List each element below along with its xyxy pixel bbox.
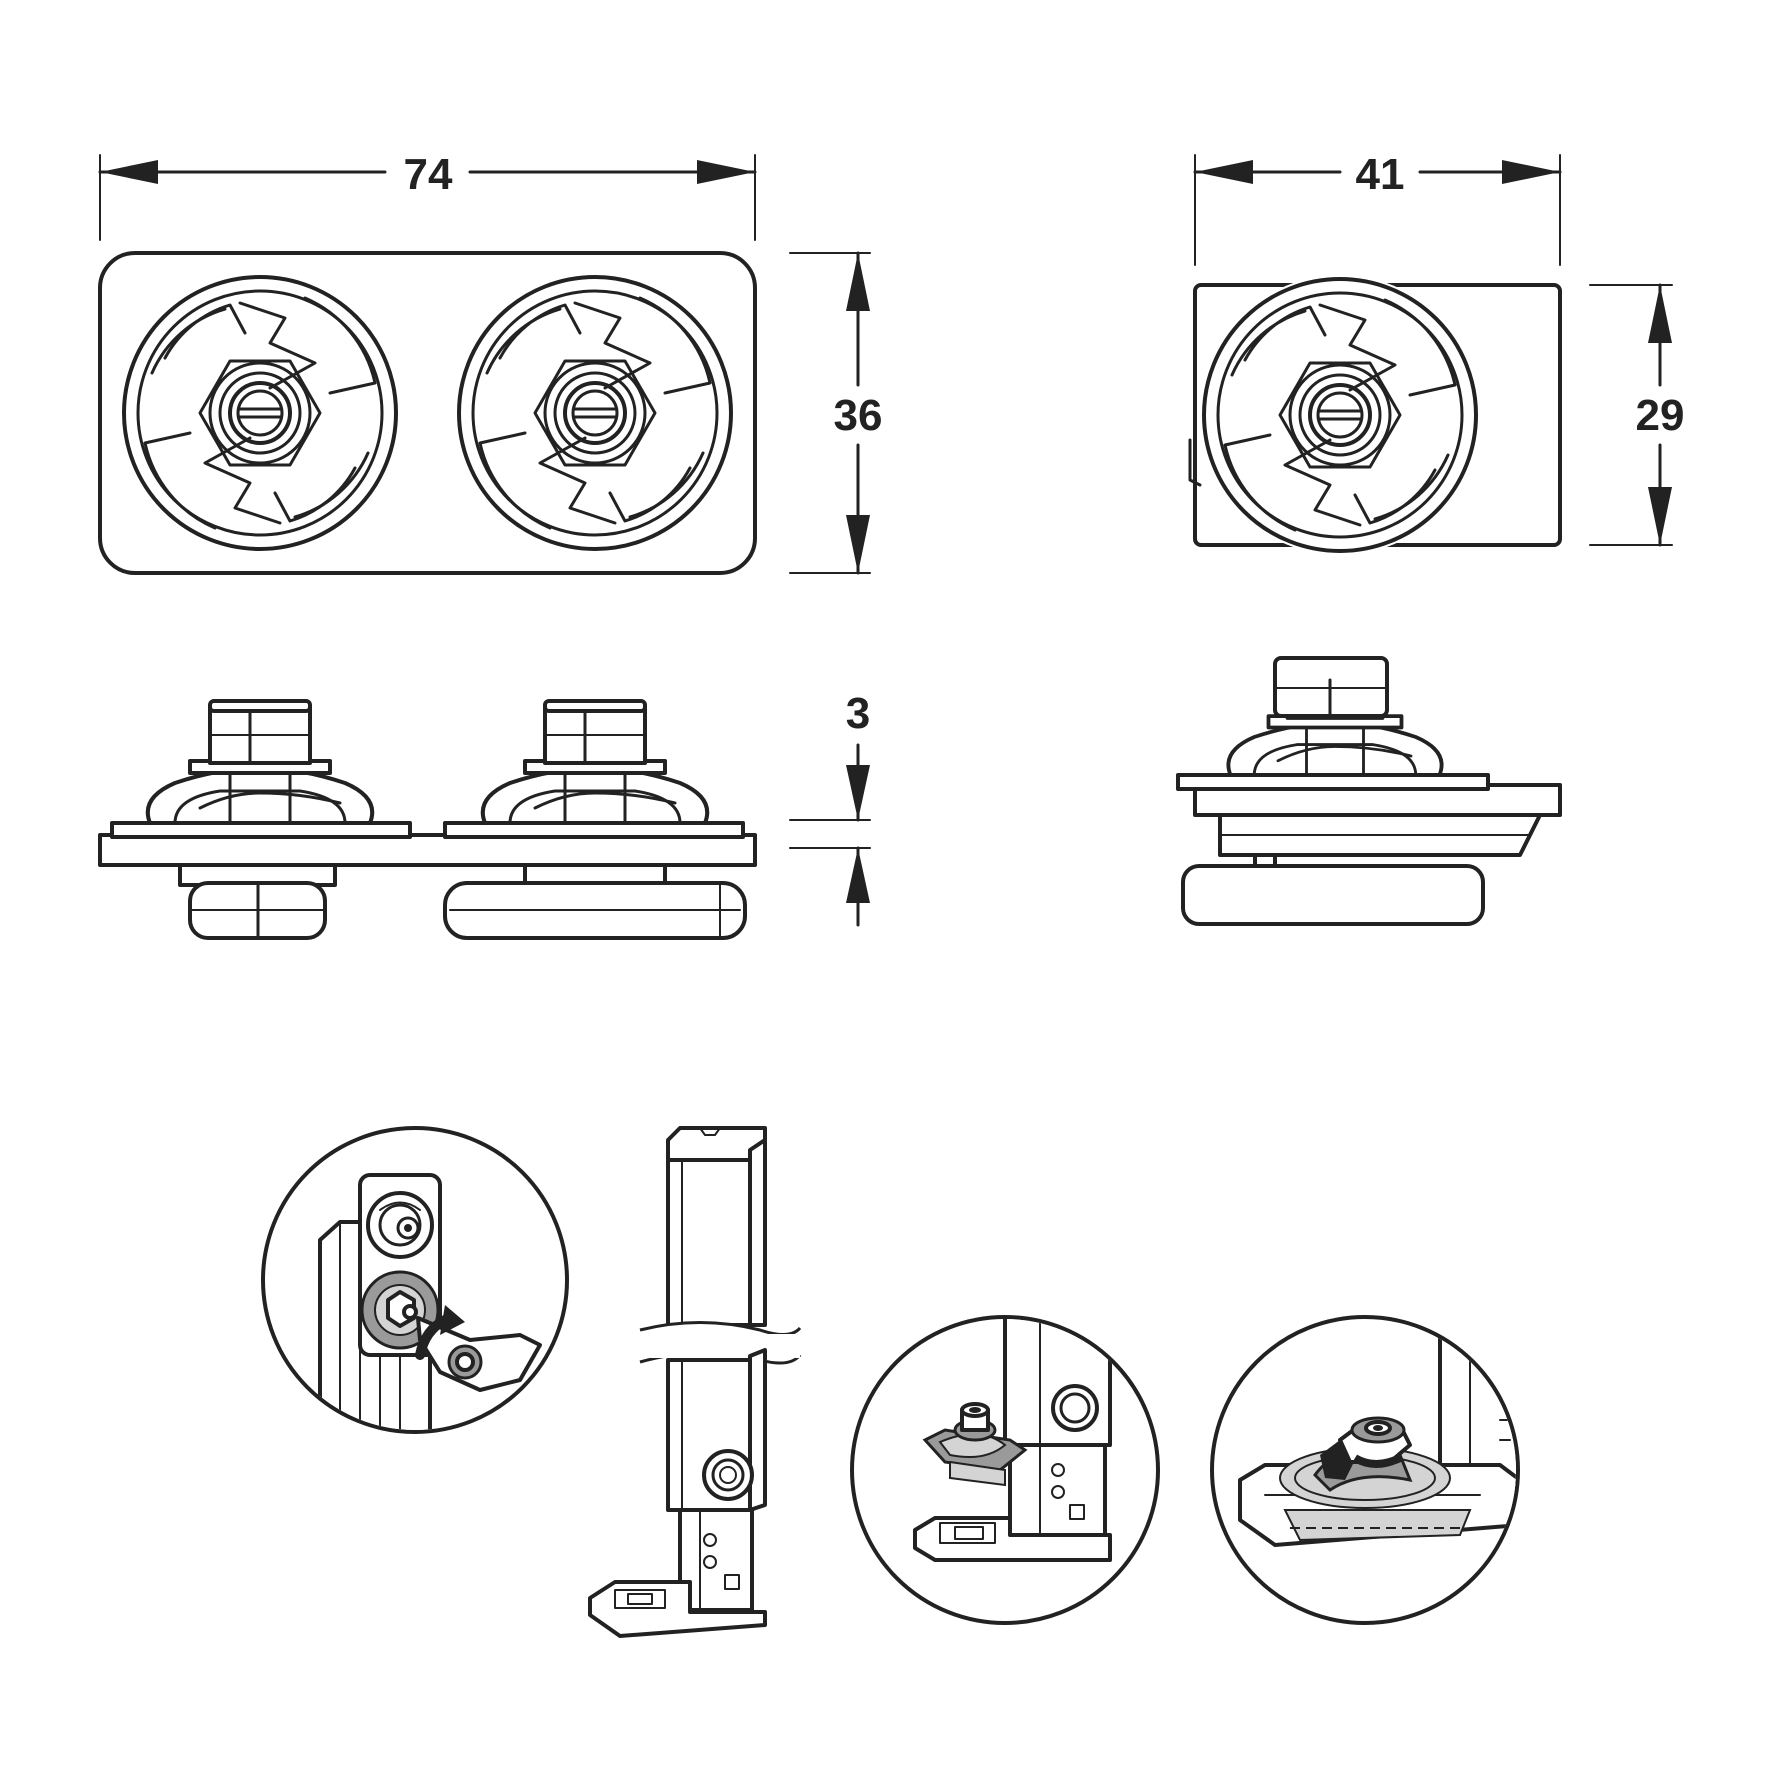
- detail-foot-fitting: [850, 1315, 1160, 1625]
- dimension-3: 3: [789, 689, 871, 927]
- dimension-29: 29: [1589, 283, 1685, 547]
- dimension-36-label: 36: [834, 391, 883, 440]
- double-roller-top-view: [98, 251, 757, 575]
- dimension-3-label: 3: [846, 689, 870, 738]
- double-roller-side-view: [98, 699, 757, 940]
- dimension-29-label: 29: [1636, 391, 1685, 440]
- dimension-74: 74: [98, 150, 757, 241]
- dimension-41: 41: [1193, 150, 1562, 266]
- dimension-74-label: 74: [404, 150, 453, 199]
- detail-roller-close-up: [1210, 1315, 1520, 1625]
- detail-adjusting-wrench: [261, 1126, 569, 1434]
- single-roller-side-view: [1176, 656, 1562, 926]
- post-with-foot: [588, 1126, 802, 1638]
- dimension-41-label: 41: [1356, 150, 1405, 199]
- dimension-36: 36: [789, 251, 883, 575]
- single-roller-top-view: [1188, 275, 1562, 555]
